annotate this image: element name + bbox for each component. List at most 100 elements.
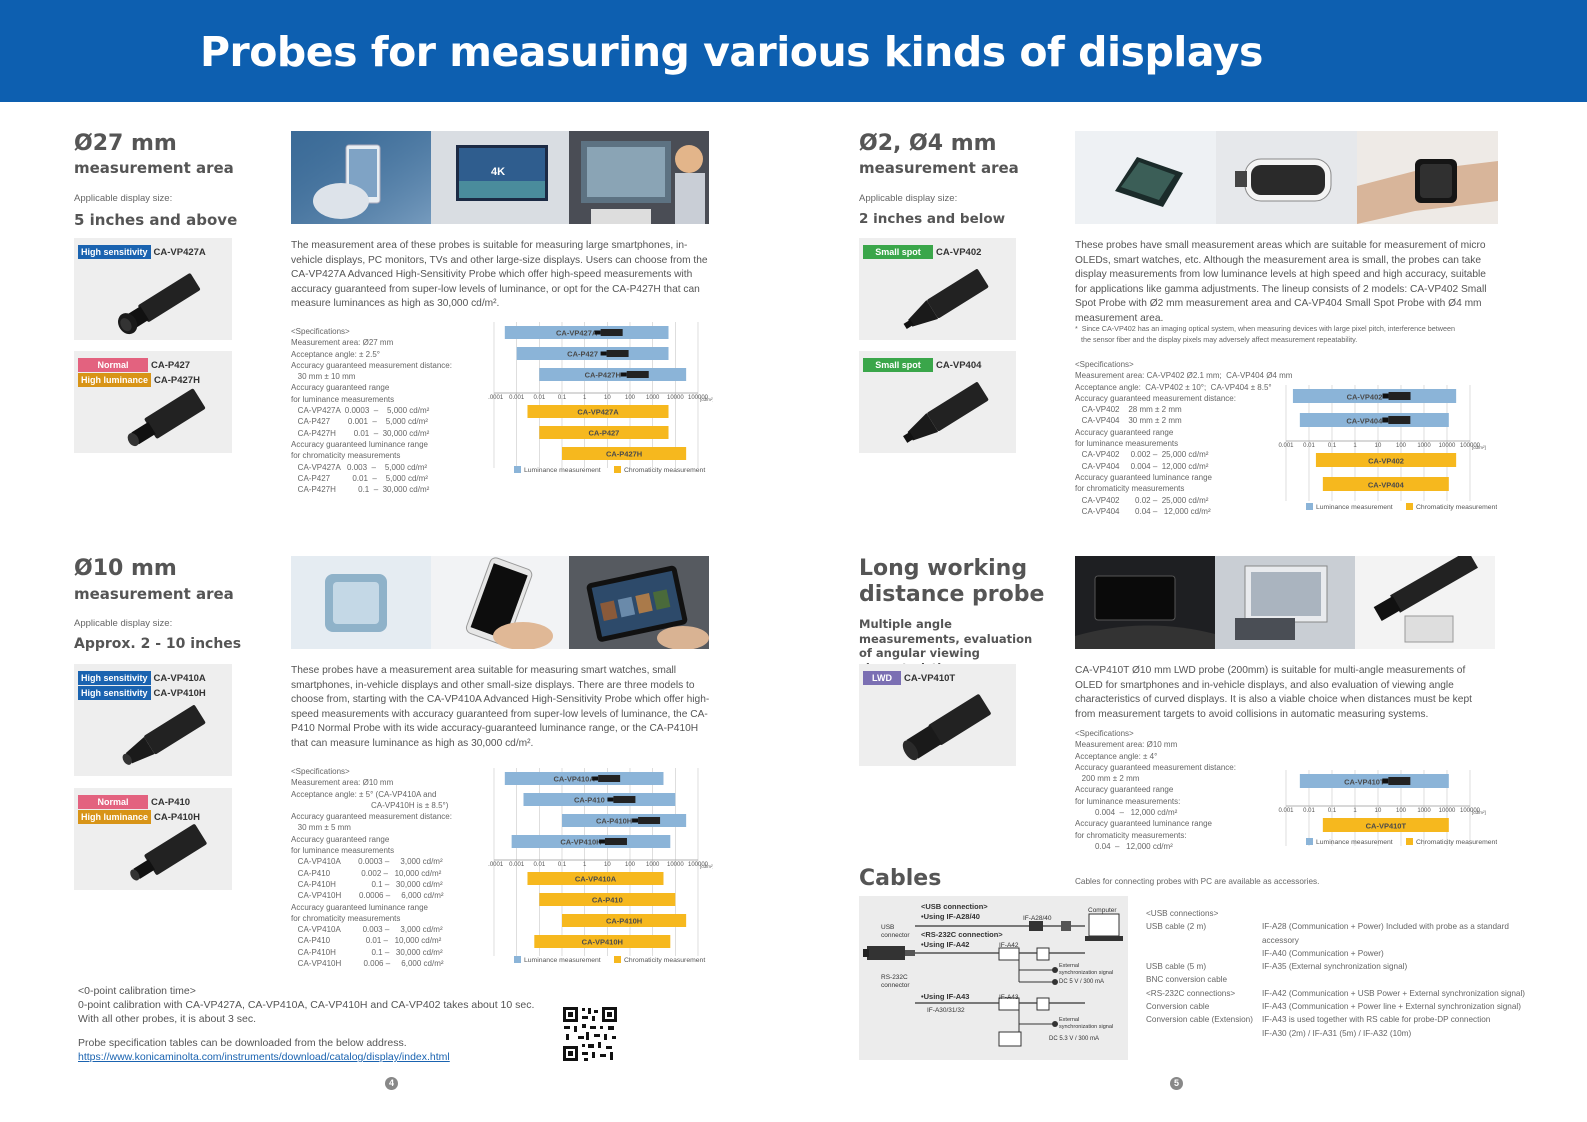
chart-bar-label: CA-VP402 [1347,393,1383,402]
probe-glyph-icon [620,372,627,377]
chart-unit-label: [cd/m²] [1472,810,1486,815]
section-27-size: 5 inches and above [74,211,238,229]
probe-glyph-icon [1382,393,1389,399]
section-27-subheading: measurement area [74,159,234,177]
chart-tick-label: 0.01 [1303,443,1315,449]
chart-tick-label: 10 [1375,808,1382,814]
section-10-specs: <Specifications> Measurement area: Ø10 m… [291,767,452,969]
download-link[interactable]: https://www.konicaminolta.com/instrument… [78,1051,450,1063]
diagram-rs-connector: RS-232C connector [881,974,910,989]
diagram-a28-40: IF-A28/40 [1023,915,1052,922]
probe-glyph-icon [592,776,599,781]
probe-glyph-icon [1388,777,1411,785]
section-10-applicable-label: Applicable display size: [74,618,173,629]
legend-swatch-chromaticity [1406,503,1413,510]
probe-glyph-icon [607,797,614,802]
photo-strip-small-displays [1075,131,1498,224]
chart-tick-label: 0.1 [558,862,567,868]
chart-tick-label: 10 [604,395,611,401]
chart-tick-label: 0.001 [509,395,525,401]
legend-swatch-luminance [514,466,521,473]
page-number-left: 4 [385,1077,398,1090]
chart-bar-chromaticity [527,405,669,418]
chart-tick-label: 100 [625,862,636,868]
page-number-right: 5 [1170,1077,1183,1090]
chart-bar-label: CA-P410H [606,917,642,926]
legend-swatch-luminance [1306,838,1313,845]
probe-glyph-icon [598,839,605,844]
chart-tick-label: 1000 [646,395,660,401]
chart-bar-luminance [1292,389,1457,403]
diagram-a30: IF-A30/31/32 [927,1007,965,1014]
model-label: CA-P427H [154,375,200,386]
tag-high-luminance: High luminance [78,373,152,387]
legend-swatch-chromaticity [1406,838,1413,845]
cables-heading: Cables [859,866,942,891]
chart-bar-chromaticity [562,447,687,460]
probe-glyph-icon [600,351,607,356]
probe-glyph-icon [598,775,621,782]
chart-bar-chromaticity [534,935,671,948]
chart-bar-label: CA-VP410H [582,938,623,947]
chart-tick-label: 100000 [688,862,709,868]
chart-bar-label: CA-P427 [588,429,619,438]
chart-bar-chromaticity [539,893,676,906]
section-24-heading: Ø2, Ø4 mm [859,131,997,156]
chart-tick-label: 1000 [646,862,660,868]
model-label: CA-VP410T [904,673,956,684]
chart-27mm-ranges: CA-VP427ACA-P427CA-P427H0.00010.0010.010… [488,322,713,474]
chart-tick-label: 0.01 [533,395,545,401]
diagram-a43: IF-A43 [999,994,1019,1001]
tag-small-spot: Small spot [863,245,933,259]
diagram-computer: Computer [1088,907,1117,914]
chart-tick-label: 10000 [1439,443,1456,449]
chart-tick-label: 100 [1396,808,1407,814]
section-24-description: These probes have small measurement area… [1075,240,1487,324]
diagram-usb-connection: <USB connection> [921,902,988,911]
chart-tick-label: 1 [1353,443,1357,449]
chart-bar-chromaticity [1322,477,1449,491]
chart-tick-label: 10 [1375,443,1382,449]
legend-swatch-luminance [514,956,521,963]
model-label: CA-P410H [154,812,200,823]
probe-image [903,269,989,330]
calibration-title: <0-point calibration time> [78,985,196,997]
model-label: CA-VP427A [153,247,206,258]
chart-tick-label: 100000 [1460,808,1481,814]
qr-code-icon[interactable] [562,1006,618,1062]
diagram-ext-sync-2: External synchronization signal [1059,1017,1114,1030]
chart-tick-label: 0.1 [1328,443,1337,449]
chart-tick-label: 0.001 [509,862,525,868]
chart-tick-label: 0.01 [533,862,545,868]
chart-tick-label: 1 [583,395,587,401]
probe-image [902,694,991,761]
section-lwd-specs: <Specifications> Measurement area: Ø10 m… [1075,729,1236,851]
model-label: CA-VP410H [153,688,206,699]
legend-label-luminance: Luminance measurement [524,467,601,474]
chart-bar-label: CA-VP427A [556,329,598,338]
chart-tick-label: 0.1 [1328,808,1337,814]
chart-bar-luminance [511,835,671,848]
tag-high-sensitivity: High sensitivity [78,671,151,685]
chart-bar-luminance [516,347,669,360]
photo-strip-lwd [1075,556,1495,649]
legend-label-chromaticity: Chromaticity measurement [624,467,705,474]
chart-bar-luminance [539,368,687,381]
model-label: CA-P410 [151,797,191,808]
legend-swatch-chromaticity [614,956,621,963]
chart-tick-label: 0.001 [1278,808,1294,814]
chart-bar-chromaticity [1315,453,1457,467]
diagram-usb-connector: USB connector [881,924,910,939]
probe-image [118,273,201,335]
chart-tick-label: 100 [625,395,636,401]
chart-tick-label: 10 [604,862,611,868]
probe-glyph-icon [1388,416,1411,424]
chart-bar-label: CA-P427 [567,350,598,359]
chart-bar-label: CA-VP410A [575,875,617,884]
